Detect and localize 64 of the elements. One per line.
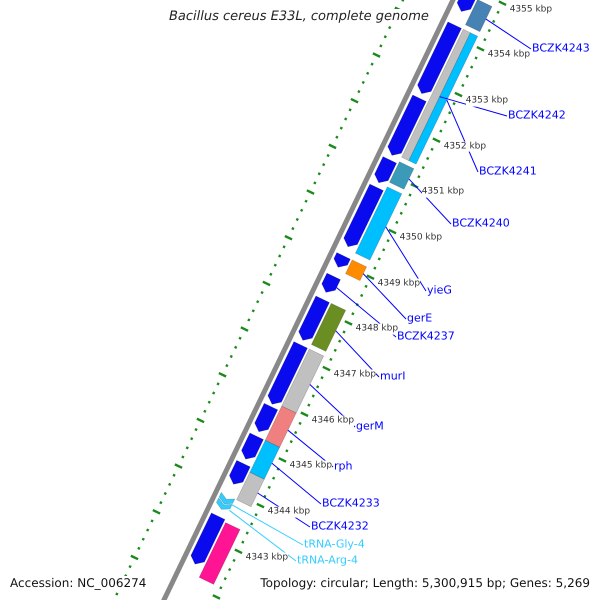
gene-label: BCZK4241 <box>479 164 537 178</box>
tick-label: 4348 kbp <box>356 324 398 335</box>
gene-segment <box>345 260 367 281</box>
gene-segment <box>236 472 265 508</box>
gene-segment <box>321 272 341 293</box>
gene-label: yieG <box>427 283 452 297</box>
gene-segment <box>456 0 478 12</box>
gene-segment <box>388 94 427 156</box>
gene-segment <box>268 341 308 405</box>
tick-label: 4352 kbp <box>444 141 486 152</box>
leader-line <box>231 504 304 546</box>
leader-line <box>287 430 334 468</box>
gene-segment <box>374 156 397 184</box>
gene-segment <box>229 460 251 485</box>
gene-segment <box>298 296 330 341</box>
leader-line <box>439 96 508 116</box>
gene-label: BCZK4232 <box>311 519 369 533</box>
gene-label: gerE <box>407 311 432 325</box>
gene-segment <box>417 22 462 94</box>
leader-line <box>271 462 322 504</box>
gene-segment <box>198 522 240 585</box>
gene-label: BCZK4240 <box>452 216 510 230</box>
leader-line <box>385 226 426 292</box>
gene-segment <box>254 402 278 432</box>
tick-label: 4349 kbp <box>378 278 420 290</box>
gene-label: tRNA-Arg-4 <box>297 553 358 567</box>
gene-segment <box>465 0 492 32</box>
leader-line <box>408 178 452 224</box>
tick-label: 4351 kbp <box>422 186 464 198</box>
genome-summary: Topology: circular; Length: 5,300,915 bp; Genes: 5,269 <box>260 576 590 590</box>
gene-label: rph <box>334 459 352 473</box>
gene-segment <box>216 497 233 510</box>
gene-segment <box>281 348 324 414</box>
gene-label: murI <box>380 369 406 383</box>
gene-label: BCZK4242 <box>508 108 566 122</box>
leader-line <box>335 330 380 378</box>
gene-segment <box>190 512 226 564</box>
leader-line <box>228 510 296 562</box>
gene-label: BCZK4233 <box>322 496 380 510</box>
gene-label: BCZK4237 <box>397 329 455 343</box>
tick-label: 4355 kbp <box>510 4 552 15</box>
tick-label: 4353 kbp <box>466 96 508 106</box>
tick-label: 4354 kbp <box>488 50 530 61</box>
gene-segment <box>218 492 236 504</box>
leader-line <box>362 273 406 320</box>
gene-segment <box>264 406 297 448</box>
accession-text: Accession: NC_006274 <box>10 576 146 590</box>
gene-label: BCZK4243 <box>532 41 590 55</box>
tick-label: 4350 kbp <box>400 232 442 244</box>
tick-label: 4347 kbp <box>334 370 376 380</box>
gene-segment <box>241 432 264 460</box>
leader-line <box>485 18 532 50</box>
gene-segment <box>249 440 280 480</box>
gene-label: tRNA-Gly-4 <box>304 537 365 551</box>
gene-label: gerM <box>356 419 384 433</box>
tick-label: 4344 kbp <box>268 506 310 518</box>
gene-segment <box>334 252 351 268</box>
gene-segment <box>389 161 414 190</box>
tick-label: 4346 kbp <box>312 415 354 426</box>
gene-segment <box>344 184 384 248</box>
tick-label: 4343 kbp <box>246 552 288 564</box>
map-title: Bacillus cereus E33L, complete genome <box>167 9 431 25</box>
gene-segment <box>311 302 346 352</box>
tick-label: 4345 kbp <box>290 461 332 472</box>
